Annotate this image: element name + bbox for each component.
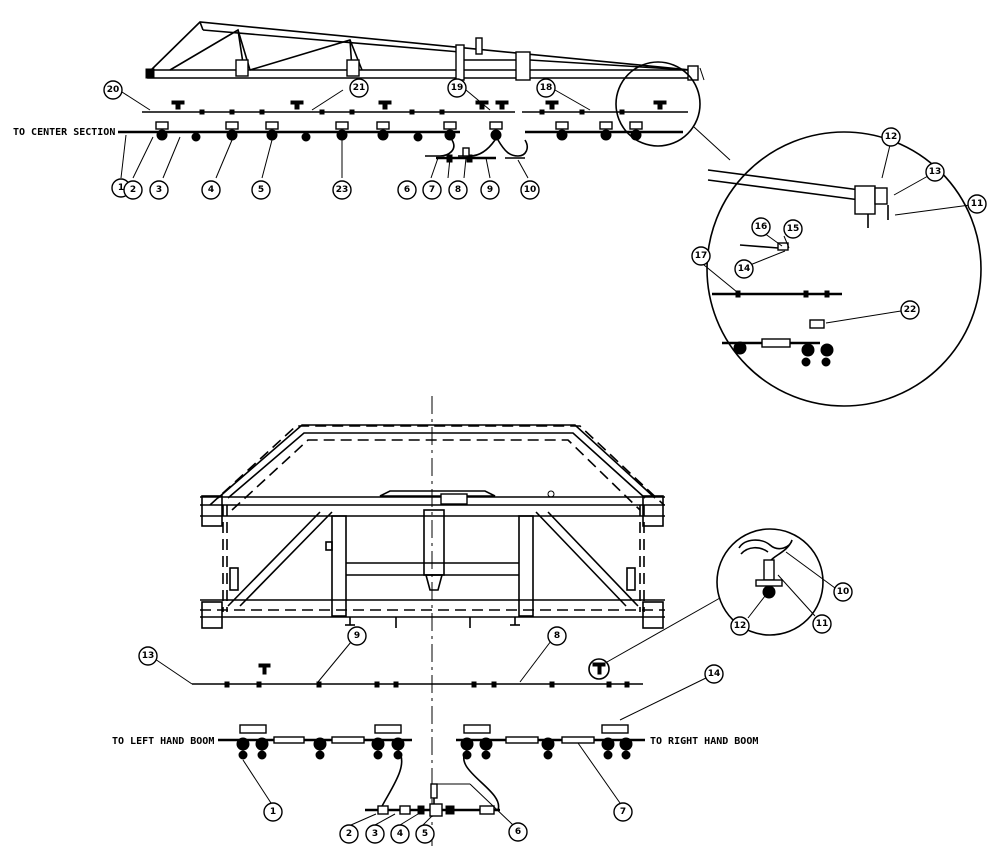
svg-text:12: 12 [885,132,898,142]
svg-text:1: 1 [270,807,276,817]
bottom-callout-4: 4 [390,824,410,844]
bottom-callout-2: 2 [339,824,359,844]
to-center-section-label: TO CENTER SECTION [13,127,115,138]
bottom-callout-9: 9 [347,626,367,646]
svg-text:3: 3 [156,185,162,195]
svg-text:12: 12 [734,621,747,631]
top-callout-19: 19 [447,78,467,98]
detail-callout-b12: 12 [730,616,750,636]
detail-callout-12: 12 [881,127,901,147]
svg-text:14: 14 [738,264,751,274]
top-callout-7: 7 [422,180,442,200]
svg-text:2: 2 [346,829,352,839]
svg-text:7: 7 [620,807,626,817]
svg-text:20: 20 [107,85,120,95]
to-left-hand-boom-label: TO LEFT HAND BOOM [112,736,214,747]
svg-text:13: 13 [929,167,942,177]
svg-text:14: 14 [708,669,721,679]
svg-text:9: 9 [487,185,493,195]
svg-text:18: 18 [540,83,553,93]
svg-text:4: 4 [397,829,403,839]
top-callout-6: 6 [397,180,417,200]
bottom-callout-3: 3 [365,824,385,844]
bottom-callout-6: 6 [508,822,528,842]
detail-bottom-leaders [747,551,836,619]
svg-text:5: 5 [422,829,428,839]
top-callout-20: 21 [349,78,369,98]
to-right-hand-boom-label: TO RIGHT HAND BOOM [650,736,758,747]
svg-text:7: 7 [429,185,435,195]
detail-callout-16: 16 [751,217,771,237]
svg-text:4: 4 [208,185,214,195]
detail-callout-b11: 11 [812,614,832,634]
bottom-callout-5: 5 [415,824,435,844]
detail-top-leaders [703,144,971,324]
nozzle-line-top [118,121,683,163]
bottom-callout-7: 7 [613,802,633,822]
svg-text:17: 17 [695,251,708,261]
bottom-callout-13: 13 [138,646,158,666]
bottom-callout-14: 14 [704,664,724,684]
top-callout-9: 9 [480,180,500,200]
detail-callout-14: 14 [734,259,754,279]
svg-text:10: 10 [524,185,537,195]
svg-text:16: 16 [755,222,768,232]
top-callout-2: 2 [123,180,143,200]
svg-text:6: 6 [404,185,410,195]
detail-callout-15: 15 [783,219,803,239]
detail-circle-top [615,61,982,407]
bottom-callout-8: 8 [547,626,567,646]
top-callout-5: 5 [251,180,271,200]
svg-text:23: 23 [336,185,349,195]
top-view-leaders [120,89,591,179]
svg-text:11: 11 [971,199,984,209]
svg-text:5: 5 [258,185,264,195]
top-callout-10: 10 [520,180,540,200]
top-callout-23: 23 [332,180,352,200]
svg-text:22: 22 [904,305,917,315]
top-callout-3: 3 [149,180,169,200]
svg-text:19: 19 [451,83,464,93]
boom-side-view [145,21,705,81]
svg-text:11: 11 [816,619,829,629]
svg-text:2: 2 [130,185,136,195]
detail-callout-b10: 10 [833,582,853,602]
detail-callout-17: 17 [691,246,711,266]
spray-bar-top [142,100,688,115]
svg-text:21: 21 [353,83,366,93]
svg-text:1: 1 [118,183,124,193]
nozzle-line-bottom [218,724,645,817]
top-callout-8: 8 [448,180,468,200]
bottom-view-leaders [154,640,709,826]
spray-bar-bottom [192,658,643,688]
svg-text:9: 9 [354,631,360,641]
detail-circle-bottom [606,528,824,663]
svg-text:8: 8 [455,185,461,195]
svg-text:6: 6 [515,827,521,837]
top-callout-21: 20 [103,80,123,100]
detail-callout-13: 13 [925,162,945,182]
svg-text:13: 13 [142,651,155,661]
svg-text:3: 3 [372,829,378,839]
bottom-callout-1: 1 [263,802,283,822]
svg-text:15: 15 [787,224,800,234]
svg-text:10: 10 [837,587,850,597]
detail-callout-11: 11 [967,194,987,214]
svg-text:8: 8 [554,631,560,641]
detail-callout-22: 22 [900,300,920,320]
top-callout-4: 4 [201,180,221,200]
top-callout-18: 18 [536,78,556,98]
